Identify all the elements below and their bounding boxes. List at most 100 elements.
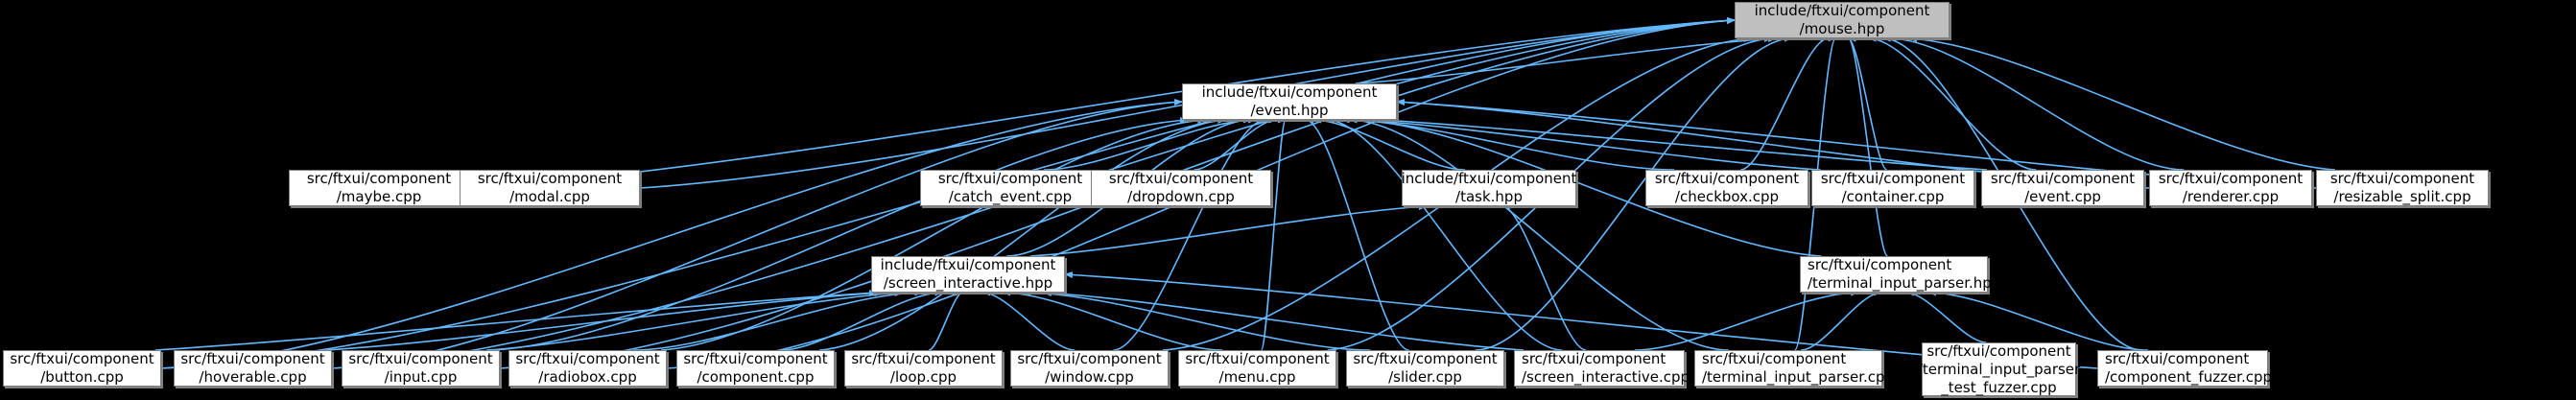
graph-edge-window-cpp-to-event-hpp — [1113, 116, 1266, 351]
graph-node-maybe-cpp[interactable]: src/ftxui/component/maybe.cpp — [289, 170, 469, 206]
node-label-line2: /event.hpp — [1250, 102, 1329, 119]
node-label-line2: /input.cpp — [384, 368, 458, 386]
graph-node-window-cpp[interactable]: src/ftxui/component/window.cpp — [1010, 350, 1169, 387]
node-label-line1: src/ftxui/component — [515, 350, 660, 367]
graph-node-checkbox-cpp[interactable]: src/ftxui/component/checkbox.cpp — [1645, 170, 1808, 206]
node-label-line2: /screen_interactive.hpp — [883, 274, 1053, 292]
node-label-line1: src/ftxui/component — [1522, 350, 1666, 367]
graph-node-event-hpp[interactable]: include/ftxui/component/event.hpp — [1182, 83, 1397, 120]
graph-node-renderer-cpp[interactable]: src/ftxui/component/renderer.cpp — [2149, 170, 2312, 206]
node-label-line1: include/ftxui/component — [1401, 170, 1577, 187]
node-label-line2: /radiobox.cpp — [538, 368, 637, 386]
graph-node-event-cpp[interactable]: src/ftxui/component/event.cpp — [1981, 170, 2144, 206]
graph-node-resizable-split-cpp[interactable]: src/ftxui/component/resizable_split.cpp — [2316, 170, 2489, 206]
graph-node-terminal-input-parser-test-fuzzer-cpp[interactable]: src/ftxui/component/terminal_input_parse… — [1918, 341, 2080, 396]
graph-node-slider-cpp[interactable]: src/ftxui/component/slider.cpp — [1346, 350, 1504, 387]
graph-edge-hoverable-cpp-to-screen-interactive-hpp — [325, 290, 884, 351]
graph-edge-event-cpp-to-event-hpp — [1381, 117, 1988, 171]
graph-edge-task-hpp-to-event-hpp — [1312, 116, 1466, 171]
node-label-line1: src/ftxui/component — [10, 350, 154, 367]
node-label-line2: /component.cpp — [697, 368, 815, 386]
node-label-line1: src/ftxui/component — [1185, 350, 1330, 367]
graph-edge-screen-interactive-cpp-to-screen-interactive-hpp — [1042, 290, 1524, 351]
node-label-line1: src/ftxui/component — [477, 170, 623, 187]
graph-node-screen-interactive-hpp[interactable]: include/ftxui/component/screen_interacti… — [871, 256, 1065, 293]
node-label-line1: src/ftxui/component — [937, 170, 1083, 187]
node-label-line2: /window.cpp — [1045, 368, 1134, 386]
node-label-line1: src/ftxui/component — [683, 350, 828, 367]
node-label-line2: /checkbox.cpp — [1674, 188, 1780, 205]
graph-edge-input-cpp-to-screen-interactive-hpp — [485, 290, 904, 351]
node-label-line1: src/ftxui/component — [1353, 350, 1498, 367]
node-label-line1: include/ftxui/component — [1754, 2, 1930, 19]
graph-node-task-hpp[interactable]: include/ftxui/component/task.hpp — [1402, 170, 1576, 206]
graph-node-component-cpp[interactable]: src/ftxui/component/component.cpp — [676, 350, 835, 387]
node-label-line2: /terminal_input_parser — [1917, 360, 2081, 378]
graph-edge-component-cpp-to-event-hpp — [819, 117, 1227, 351]
graph-node-mouse-hpp[interactable]: include/ftxui/component/mouse.hpp — [1735, 2, 1950, 38]
graph-node-hoverable-cpp[interactable]: src/ftxui/component/hoverable.cpp — [174, 350, 332, 387]
node-label-line1: src/ftxui/component — [1017, 350, 1162, 367]
node-label-line2: /button.cpp — [40, 368, 124, 386]
node-label-line2: /loop.cpp — [889, 368, 957, 386]
node-label-line1: src/ftxui/component — [1926, 341, 2071, 360]
graph-edge-component-cpp-to-screen-interactive-hpp — [781, 289, 944, 351]
node-label-line2: /renderer.cpp — [2182, 188, 2280, 205]
graph-node-catch-event-cpp[interactable]: src/ftxui/component/catch_event.cpp — [920, 170, 1100, 206]
graph-edge-window-cpp-to-screen-interactive-hpp — [981, 289, 1075, 351]
graph-edge-loop-cpp-to-screen-interactive-hpp — [928, 289, 964, 351]
node-label-line1: src/ftxui/component — [180, 350, 325, 367]
graph-edge-slider-cpp-to-event-hpp — [1304, 116, 1409, 351]
graph-edge-checkbox-cpp-to-event-hpp — [1340, 116, 1675, 171]
graph-node-terminal-input-parser-hpp[interactable]: src/ftxui/component/terminal_input_parse… — [1800, 256, 2000, 293]
node-label-line1: src/ftxui/component — [2329, 170, 2475, 187]
node-label-line2: /screen_interactive.cpp — [1522, 368, 1690, 386]
graph-edge-terminal-input-parser-cpp-to-terminal-input-parser-hpp — [1801, 289, 1882, 351]
graph-edge-terminal-input-parser-test-fuzzer-cpp-to-terminal-input-parser-hpp — [1905, 289, 1987, 343]
graph-edge-terminal-input-parser-hpp-to-mouse-hpp — [1847, 35, 1889, 257]
graph-edge-button-cpp-to-event-hpp — [160, 99, 1183, 369]
node-label-line2: /dropdown.cpp — [1127, 188, 1235, 205]
graph-edge-container-cpp-to-mouse-hpp — [1847, 35, 1888, 171]
graph-edge-screen-interactive-cpp-to-task-hpp — [1501, 202, 1587, 351]
graph-edge-catch-event-cpp-to-event-hpp — [1043, 116, 1258, 171]
graph-node-radiobox-cpp[interactable]: src/ftxui/component/radiobox.cpp — [508, 350, 667, 387]
graph-edge-event-cpp-to-mouse-hpp — [1867, 35, 2037, 171]
graph-edge-radiobox-cpp-to-screen-interactive-hpp — [633, 289, 924, 351]
node-label-line1: src/ftxui/component — [851, 350, 996, 367]
graph-edge-resizable-split-cpp-to-mouse-hpp — [1908, 35, 2335, 171]
node-label-line2: /maybe.cpp — [336, 188, 422, 205]
graph-node-input-cpp[interactable]: src/ftxui/component/input.cpp — [342, 350, 500, 387]
node-label-line3: _test_fuzzer.cpp — [1941, 378, 2057, 396]
graph-edge-menu-cpp-to-screen-interactive-hpp — [1002, 289, 1223, 351]
node-label-line1: src/ftxui/component — [1990, 170, 2136, 187]
graph-node-modal-cpp[interactable]: src/ftxui/component/modal.cpp — [460, 170, 640, 206]
graph-node-container-cpp[interactable]: src/ftxui/component/container.cpp — [1811, 170, 1974, 206]
graph-edge-container-cpp-to-event-hpp — [1360, 117, 1821, 171]
node-label-line1: include/ftxui/component — [880, 256, 1056, 273]
graph-node-loop-cpp[interactable]: src/ftxui/component/loop.cpp — [844, 350, 1003, 387]
graph-edge-renderer-cpp-to-mouse-hpp — [1887, 35, 2185, 171]
graph-node-screen-interactive-cpp[interactable]: src/ftxui/component/screen_interactive.c… — [1514, 350, 1690, 387]
node-label-line1: src/ftxui/component — [2158, 170, 2304, 187]
graph-node-dropdown-cpp[interactable]: src/ftxui/component/dropdown.cpp — [1091, 170, 1271, 206]
graph-edge-screen-interactive-hpp-to-task-hpp — [1030, 203, 1428, 257]
graph-edge-hoverable-cpp-to-event-hpp — [331, 99, 1183, 369]
graph-node-terminal-input-parser-cpp[interactable]: src/ftxui/component/terminal_input_parse… — [1694, 350, 1894, 387]
graph-edge-slider-cpp-to-screen-interactive-hpp — [1022, 289, 1371, 351]
graph-edge-radiobox-cpp-to-event-hpp — [660, 117, 1207, 351]
node-label-line2: /component_fuzzer.cpp — [2105, 368, 2273, 386]
graph-node-button-cpp[interactable]: src/ftxui/component/button.cpp — [3, 350, 161, 387]
node-label-line1: include/ftxui/component — [1201, 83, 1378, 101]
node-label-line1: src/ftxui/component — [2105, 350, 2250, 367]
node-label-line2: /terminal_input_parser.hpp — [1808, 274, 2001, 292]
node-label-line2: /menu.cpp — [1218, 368, 1296, 386]
graph-node-component-fuzzer-cpp[interactable]: src/ftxui/component/component_fuzzer.cpp — [2097, 350, 2272, 387]
graph-edge-event-hpp-to-mouse-hpp — [1356, 35, 1777, 84]
node-label-line1: src/ftxui/component — [1654, 170, 1800, 187]
node-label-line1: src/ftxui/component — [1702, 350, 1847, 367]
graph-node-menu-cpp[interactable]: src/ftxui/component/menu.cpp — [1178, 350, 1336, 387]
node-label-line2: /catch_event.cpp — [948, 188, 1073, 205]
graph-edge-dropdown-cpp-to-event-hpp — [1193, 116, 1278, 171]
node-label-line2: /container.cpp — [1841, 188, 1945, 205]
